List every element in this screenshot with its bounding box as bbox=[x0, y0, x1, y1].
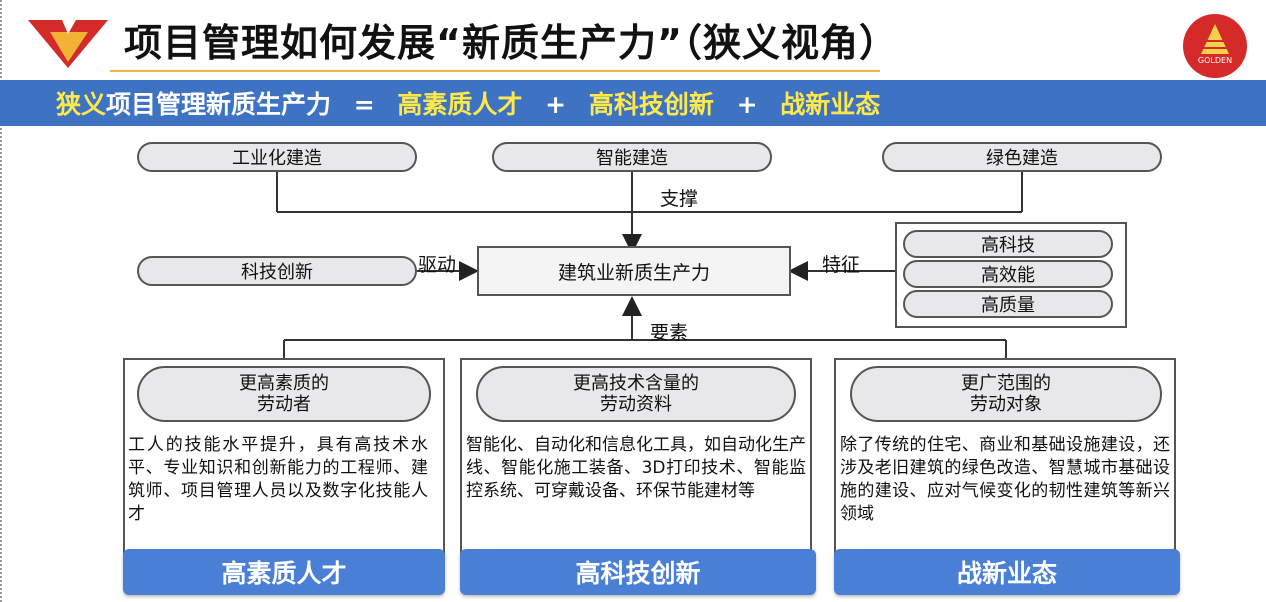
formula-equals: = bbox=[353, 90, 375, 119]
formula-part2: 项目管理新质生产力 bbox=[106, 90, 332, 119]
element-head-objects: 更广范围的 劳动对象 bbox=[850, 366, 1162, 422]
element-head-tools: 更高技术含量的 劳动资料 bbox=[476, 366, 796, 422]
feature-high-efficiency: 高效能 bbox=[903, 260, 1113, 288]
support-label: 支撑 bbox=[660, 188, 699, 210]
element-desc-labor: 工人的技能水平提升，具有高技术水平、专业知识和创新能力的工程师、建筑师、项目管理… bbox=[128, 435, 428, 524]
node-tech-innovation: 科技创新 bbox=[137, 256, 417, 286]
formula-term3: 战新业态 bbox=[780, 90, 881, 119]
formula-term1: 高素质人才 bbox=[397, 90, 523, 119]
node-new-quality-productivity: 建筑业新质生产力 bbox=[477, 246, 791, 296]
golden-logo: GOLDEN bbox=[1183, 14, 1247, 78]
golden-pyramid-icon bbox=[1199, 24, 1231, 54]
node-industrial-construction: 工业化建造 bbox=[137, 142, 417, 172]
feature-label: 特征 bbox=[822, 254, 861, 276]
page-title: 项目管理如何发展“新质生产力”（狭义视角） bbox=[124, 21, 898, 65]
element-label: 要素 bbox=[650, 322, 689, 344]
formula-part1: 狭义 bbox=[56, 90, 107, 119]
formula-text: 狭义项目管理新质生产力 = 高素质人才 + 高科技创新 + 战新业态 bbox=[56, 85, 880, 121]
feature-high-tech: 高科技 bbox=[903, 230, 1113, 258]
formula-term2: 高科技创新 bbox=[588, 90, 714, 119]
feature-high-quality: 高质量 bbox=[903, 290, 1113, 318]
formula-plus1: + bbox=[545, 90, 567, 119]
footer-high-quality-talent: 高素质人才 bbox=[123, 549, 445, 595]
footer-high-tech-innovation: 高科技创新 bbox=[460, 549, 816, 595]
node-green-construction: 绿色建造 bbox=[882, 142, 1162, 172]
formula-banner bbox=[0, 80, 1266, 126]
node-smart-construction: 智能建造 bbox=[492, 142, 772, 172]
formula-plus2: + bbox=[736, 90, 758, 119]
page-edge bbox=[0, 0, 3, 602]
element-head-labor: 更高素质的 劳动者 bbox=[137, 366, 431, 422]
logo-text: GOLDEN bbox=[1197, 56, 1233, 65]
brand-mark-icon bbox=[28, 20, 108, 68]
title-underline bbox=[110, 70, 880, 72]
drive-label: 驱动 bbox=[418, 254, 457, 276]
element-desc-objects: 除了传统的住宅、商业和基础设施建设，还涉及老旧建筑的绿色改造、智慧城市基础设施的… bbox=[840, 435, 1170, 524]
element-desc-tools: 智能化、自动化和信息化工具，如自动化生产线、智能化施工装备、3D打印技术、智能监… bbox=[466, 435, 806, 501]
footer-emerging-industries: 战新业态 bbox=[834, 549, 1180, 595]
